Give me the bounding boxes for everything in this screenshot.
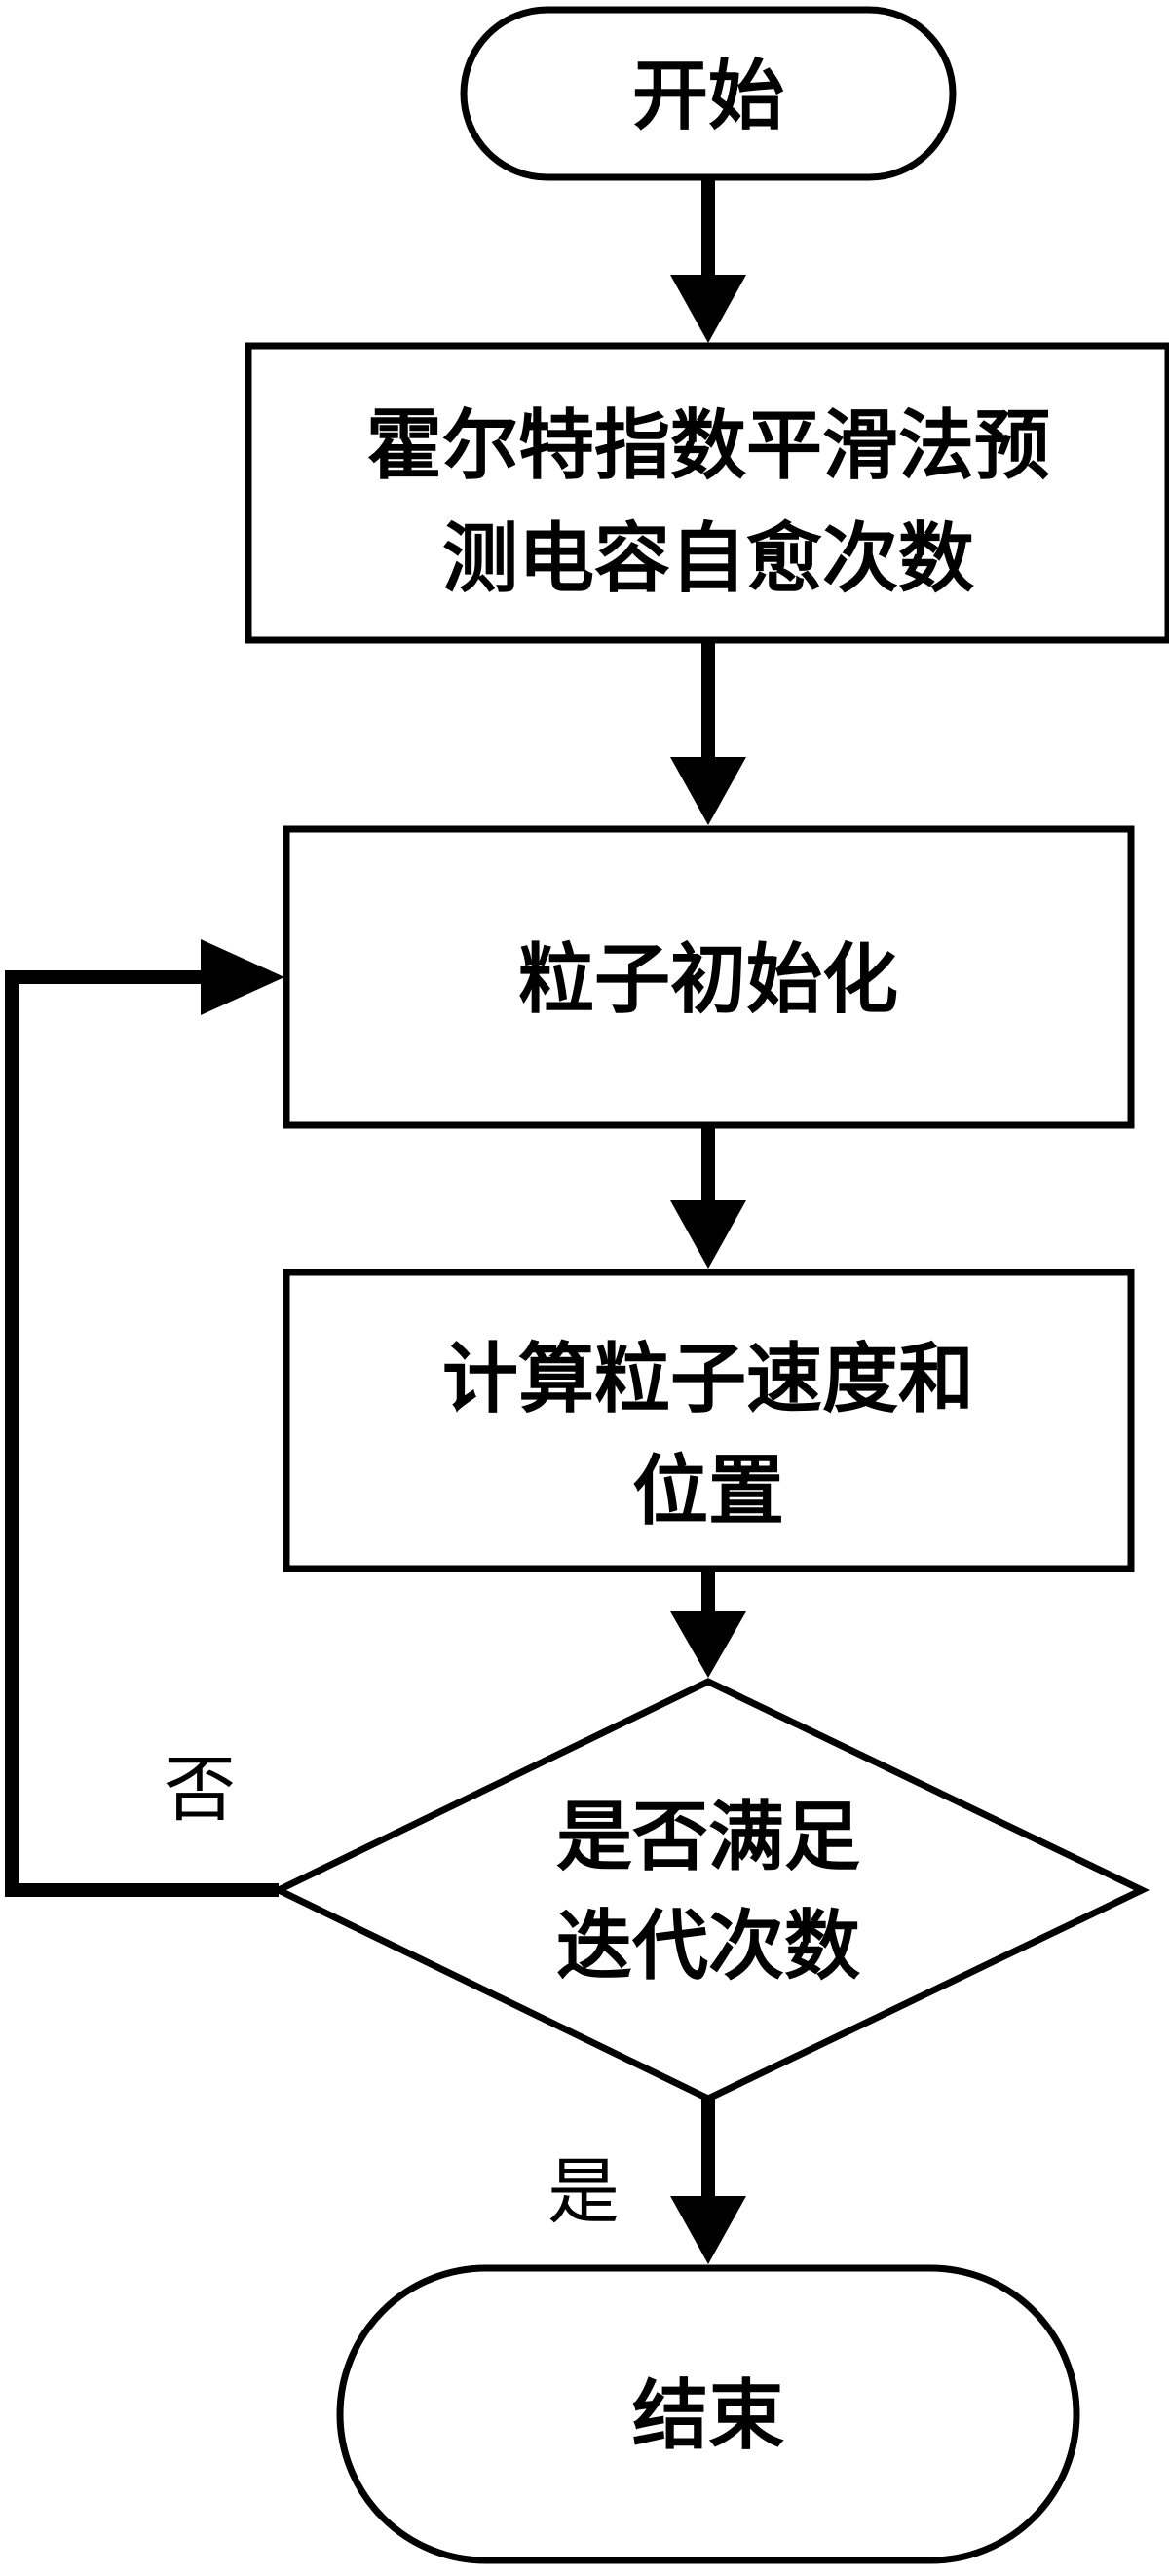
forecast-process-node: 霍尔特指数平滑法预 测电容自愈次数	[245, 342, 1169, 644]
update-process-label-line1: 计算粒子速度和	[442, 1336, 974, 1423]
arrow-start-to-forecast	[670, 177, 746, 343]
decision-node: 是否满足 迭代次数	[270, 1678, 1150, 2102]
forecast-process-box	[245, 342, 1169, 644]
edge-label-no: 否	[164, 1748, 236, 1832]
forecast-process-label-line1: 霍尔特指数平滑法预	[366, 402, 1050, 490]
update-process-label-line2: 位置	[632, 1448, 784, 1535]
update-process-box	[283, 1269, 1135, 1572]
init-process-node: 粒子初始化	[283, 825, 1135, 1129]
arrow-decision-yes-to-end	[670, 2099, 746, 2264]
arrow-forecast-to-init	[670, 640, 746, 825]
update-process-node: 计算粒子速度和 位置	[283, 1269, 1135, 1572]
decision-diamond	[270, 1678, 1150, 2102]
arrow-decision-no-loop	[5, 939, 284, 1897]
decision-label-line2: 迭代次数	[556, 1903, 860, 1990]
end-node: 结束	[336, 2264, 1080, 2564]
decision-label-line1: 是否满足	[556, 1794, 860, 1881]
forecast-process-label-line2: 测电容自愈次数	[442, 515, 974, 603]
arrow-init-to-update	[670, 1125, 746, 1269]
end-terminator-shape	[336, 2264, 1080, 2564]
end-label: 结束	[632, 2372, 784, 2460]
init-process-label: 粒子初始化	[518, 936, 898, 1024]
arrow-update-to-decision	[670, 1569, 746, 1678]
start-label: 开始	[632, 53, 784, 140]
start-node: 开始	[460, 6, 957, 181]
edge-label-yes: 是	[547, 2150, 620, 2234]
